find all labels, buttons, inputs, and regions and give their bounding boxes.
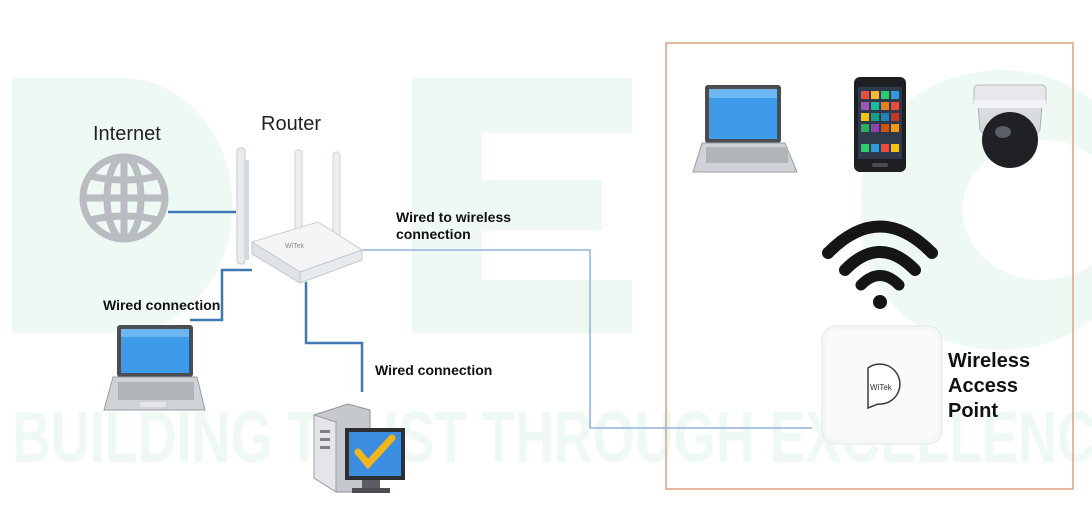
access-point-logo: WiTek bbox=[870, 383, 893, 392]
access-point-label-line3: Point bbox=[948, 400, 998, 422]
wired-to-wireless-label: Wired to wireless connection bbox=[396, 209, 511, 243]
cable-router-laptop bbox=[190, 268, 252, 322]
router-label: Router bbox=[261, 113, 322, 135]
desktop-computer-icon bbox=[313, 403, 405, 493]
access-point-label-line1: Wireless bbox=[948, 350, 1031, 372]
internet-label: Internet bbox=[93, 123, 161, 145]
access-point-label: Wireless Access Point bbox=[948, 349, 1030, 424]
cable-router-access-point bbox=[358, 249, 812, 429]
cable-router-desktop bbox=[304, 282, 364, 392]
wired-to-wireless-line1: Wired to wireless bbox=[396, 209, 512, 225]
wired-to-wireless-line2: connection bbox=[396, 226, 471, 242]
wifi-icon bbox=[822, 220, 938, 309]
wired-connection-label-left: Wired connection bbox=[103, 297, 221, 313]
cables bbox=[168, 210, 812, 429]
laptop-icon bbox=[103, 325, 206, 411]
smartphone-icon bbox=[854, 77, 906, 172]
router-icon: WiTek bbox=[236, 147, 364, 284]
laptop-wireless-icon bbox=[692, 85, 798, 173]
wireless-area-frame bbox=[665, 42, 1074, 490]
access-point-label-line2: Access bbox=[948, 375, 1019, 397]
router-logo: WiTek bbox=[285, 243, 305, 250]
access-point-icon: WiTek bbox=[821, 325, 943, 445]
wired-connection-label-bottom: Wired connection bbox=[375, 362, 493, 378]
globe-icon bbox=[79, 153, 169, 243]
dome-camera-icon bbox=[973, 84, 1047, 168]
